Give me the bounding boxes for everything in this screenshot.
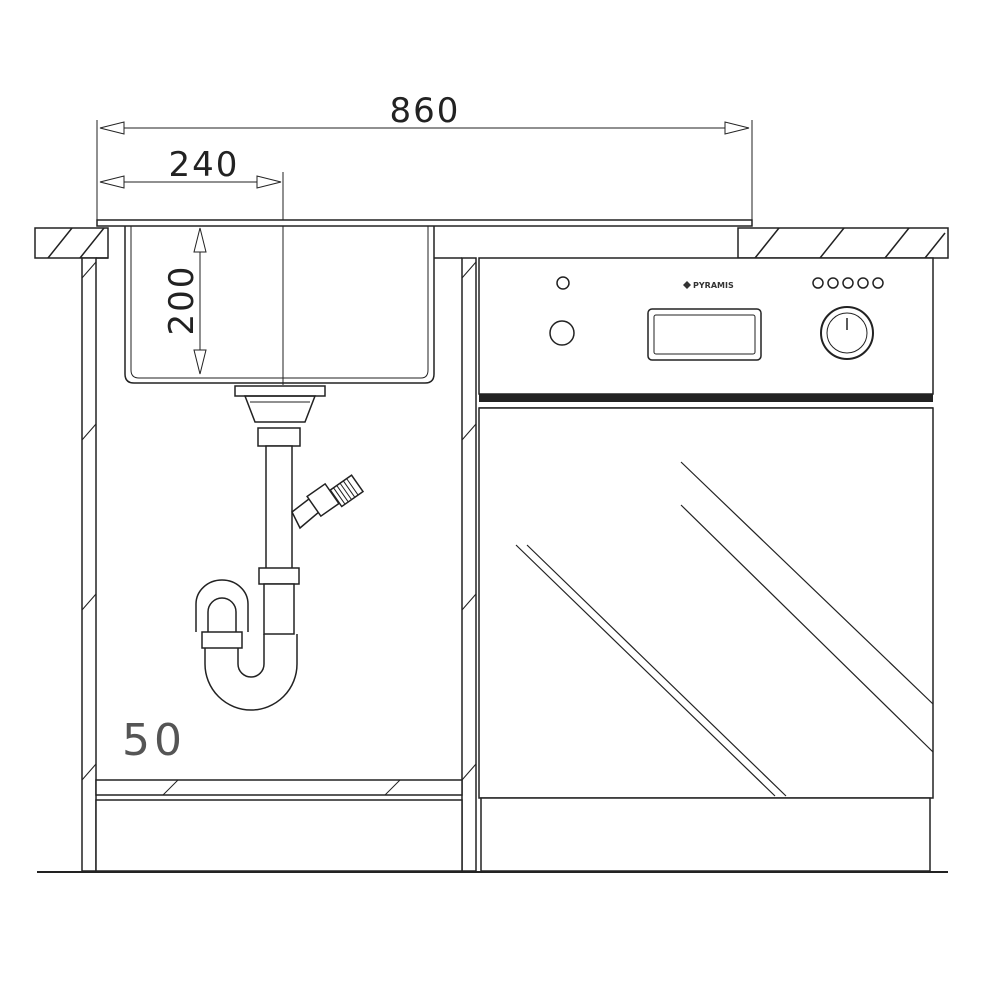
arrowhead-icon bbox=[99, 121, 125, 135]
arrowhead-icon bbox=[193, 227, 207, 253]
sink-bowl bbox=[124, 226, 435, 384]
brand-label: PYRAMIS bbox=[693, 281, 734, 290]
dimension-label-860: 860 bbox=[390, 91, 461, 131]
arrowhead-icon bbox=[99, 175, 125, 189]
indicator-light-icon bbox=[842, 277, 854, 289]
drain-siphon bbox=[195, 385, 365, 711]
dishwasher: PYRAMIS bbox=[478, 257, 934, 872]
hose-nozzle-icon bbox=[329, 474, 365, 508]
indicator-light-icon bbox=[872, 277, 884, 289]
indicator-light-icon bbox=[827, 277, 839, 289]
glass-reflection bbox=[515, 461, 934, 797]
power-button bbox=[549, 320, 575, 346]
dimension-200: 200 bbox=[162, 227, 207, 375]
cabinet-size-label: 50 bbox=[122, 715, 186, 766]
arrowhead-icon bbox=[724, 121, 750, 135]
program-knob bbox=[820, 306, 874, 360]
indicator-light-icon bbox=[812, 277, 824, 289]
arrowhead-icon bbox=[193, 349, 207, 375]
indicator-light-icon bbox=[857, 277, 869, 289]
dimension-label-200: 200 bbox=[162, 265, 202, 336]
dimension-240: 240 bbox=[99, 145, 284, 385]
indicator-light-row bbox=[812, 277, 884, 289]
countertop bbox=[34, 219, 949, 259]
indicator-light-icon bbox=[556, 276, 570, 290]
dimension-860: 860 bbox=[96, 91, 753, 220]
brand-logo: PYRAMIS bbox=[683, 281, 734, 290]
dimension-label-240: 240 bbox=[169, 145, 240, 185]
arrowhead-icon bbox=[256, 175, 282, 189]
